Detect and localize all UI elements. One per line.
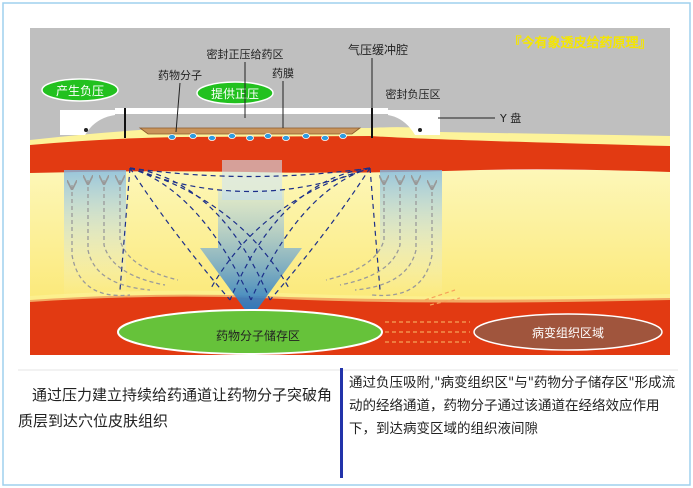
drug-storage-zone [117,309,383,355]
generate-negative-pill [41,78,119,102]
drug-film [138,127,362,135]
suction-flow-arrows [72,180,432,297]
seal-point-right [418,128,422,132]
drug-molecules-leader [175,82,181,133]
caption-left: 通过压力建立持续给药通道让药物分子突破角质层到达穴位皮肤组织 [18,386,333,430]
air-buffer-chamber-label: 气压缓冲腔 [348,42,408,57]
red-tissue-upper [30,136,670,173]
drug-molecules-label: 药物分子 [158,68,202,82]
yellow-lower-edge [30,290,670,303]
lesion-flow-arrows [385,289,470,343]
suction-cup-left [60,110,115,135]
drug-film-label: 药膜 [272,67,294,80]
diagram-title: 『今有象透皮给药原理』 [508,35,651,51]
caption-divider [340,368,343,478]
channel-right [380,170,442,300]
drug-storage-zone-label: 药物分子储存区 [216,328,300,343]
caption-right: 通过负压吸附,"病变组织区"与"药物分子储存区"形成流动的经络通道，药物分子通过… [349,375,676,437]
suction-cup-right [388,110,440,135]
provide-positive-label: 提供正压 [211,86,259,101]
generate-negative-label: 产生负压 [56,84,104,98]
dashed-flow-lines [119,167,381,301]
drug-molecules [168,133,347,141]
lesion-zone [473,313,663,351]
sealed-positive-zone-label: 密封正压给药区 [207,47,284,61]
sealed-negative-zone-label: 密封负压区 [386,87,441,101]
lesion-zone-label: 病变组织区域 [532,325,604,340]
yellow-tissue-layer [30,170,670,300]
channel-left [64,170,126,300]
seal-point-left [84,128,88,132]
y-plate-label: Y 盘 [499,111,521,125]
gray-background [30,28,670,140]
device-body [115,108,388,114]
provide-positive-pill [196,81,274,105]
